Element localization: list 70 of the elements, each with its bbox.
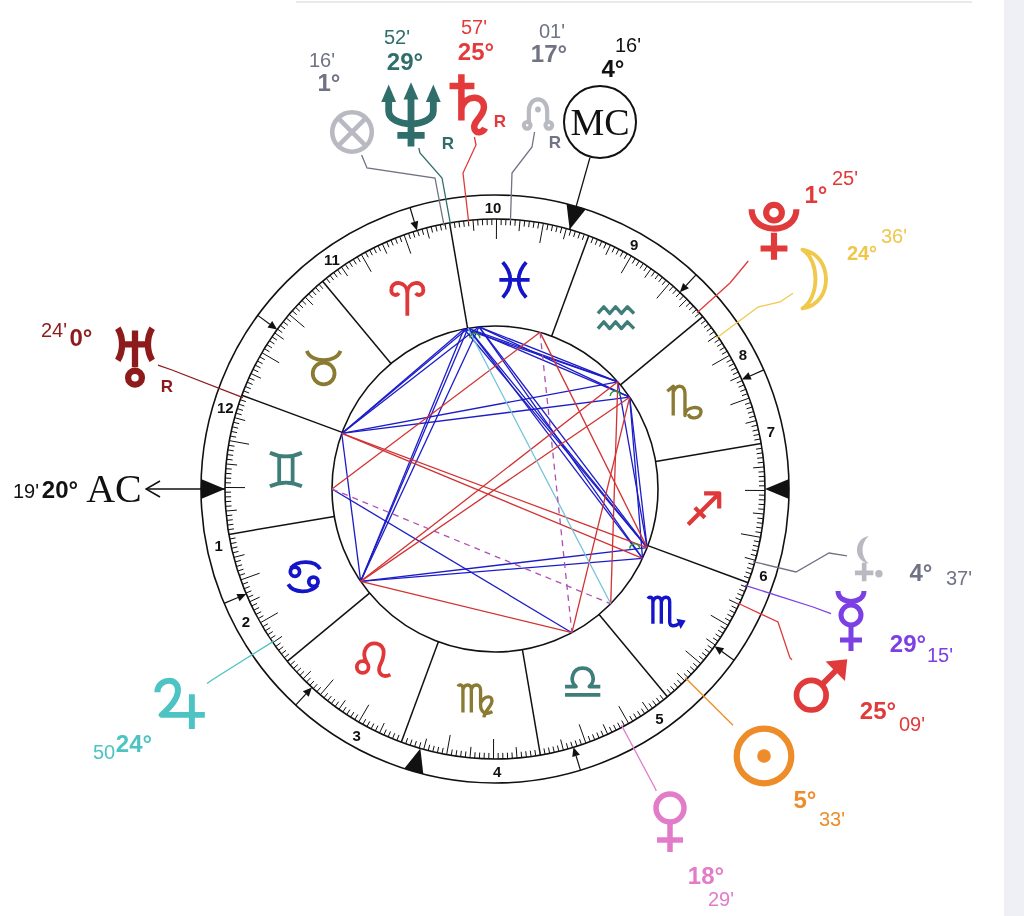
leader-arrow [566, 156, 591, 231]
mars-symbol-icon [792, 656, 850, 714]
house-number: 3 [352, 727, 361, 743]
house-number: 2 [241, 613, 251, 629]
degree-value: 29° [889, 632, 927, 656]
house-number: 12 [216, 399, 234, 415]
leader-line [736, 602, 793, 661]
arc-minutes-value: 09' [898, 714, 926, 734]
leader-line [462, 136, 477, 223]
house-number: 11 [324, 251, 340, 267]
arc-minutes-value: 16' [614, 35, 642, 55]
angle-label: AC [82, 467, 146, 511]
degree-value: 25° [859, 699, 897, 723]
degree-value: 25° [457, 40, 495, 64]
retrograde-label: R [548, 133, 562, 151]
house-number: 8 [738, 346, 747, 362]
leader-line [157, 364, 244, 399]
arc-minutes-value: 01' [538, 21, 566, 41]
angle-circle: MC [563, 85, 637, 159]
degree-value: 17° [530, 42, 568, 66]
degree-value: 29° [386, 50, 424, 74]
leader-line [715, 292, 794, 339]
uranus-symbol-icon [112, 326, 158, 388]
arc-minutes-value: 19' [12, 481, 40, 501]
leader-line [509, 131, 536, 223]
leader-line [744, 584, 832, 615]
arc-minutes-value: 25' [831, 168, 859, 188]
house-number: 9 [630, 236, 639, 252]
retrograde-label: R [493, 112, 507, 130]
arc-minutes-value: 15' [926, 645, 954, 665]
pluto-symbol-icon [746, 199, 802, 261]
house-number: 7 [766, 423, 776, 439]
retrograde-label: R [441, 134, 455, 152]
neptune-symbol-icon [380, 82, 442, 148]
arc-minutes-value: 37' [945, 568, 973, 588]
arc-minutes-value: 50 [92, 742, 116, 762]
degree-value: 24° [846, 243, 878, 263]
degree-value: 4° [601, 57, 625, 81]
degree-value: 4° [909, 561, 933, 585]
degree-value: 24° [115, 732, 153, 756]
part-of-fortune-symbol-icon [329, 109, 375, 155]
house-number: 5 [655, 710, 664, 726]
house-number: 1 [214, 537, 223, 553]
house-number: 10 [484, 199, 502, 215]
degree-value: 1° [804, 183, 828, 207]
arrow [145, 479, 226, 499]
arc-minutes-value: 24' [40, 320, 68, 340]
arc-minutes-value: 52' [383, 27, 411, 47]
leader-line [360, 154, 445, 227]
leader-line [752, 552, 848, 573]
arc-minutes-value: 29' [707, 889, 735, 909]
leader-line [418, 147, 452, 226]
arc-minutes-value: 33' [818, 809, 846, 829]
degree-value: 0° [69, 326, 93, 350]
venus-symbol-icon [650, 791, 690, 853]
leader-line [684, 677, 734, 726]
house-number: 6 [759, 567, 768, 583]
leader-line [620, 724, 657, 792]
leader-line [206, 640, 275, 685]
degree-value: 18° [687, 864, 725, 888]
retrograde-label: R [160, 377, 174, 395]
sun-symbol-icon [733, 725, 795, 787]
degree-value: 20° [41, 478, 79, 502]
arc-minutes-value: 57' [460, 17, 488, 37]
degree-value: 5° [793, 788, 817, 812]
house-number: 4 [493, 763, 502, 779]
arc-minutes-value: 36' [880, 226, 908, 246]
degree-value: 1° [317, 71, 341, 95]
arc-minutes-value: 16' [308, 50, 336, 70]
leader-line [696, 260, 749, 314]
